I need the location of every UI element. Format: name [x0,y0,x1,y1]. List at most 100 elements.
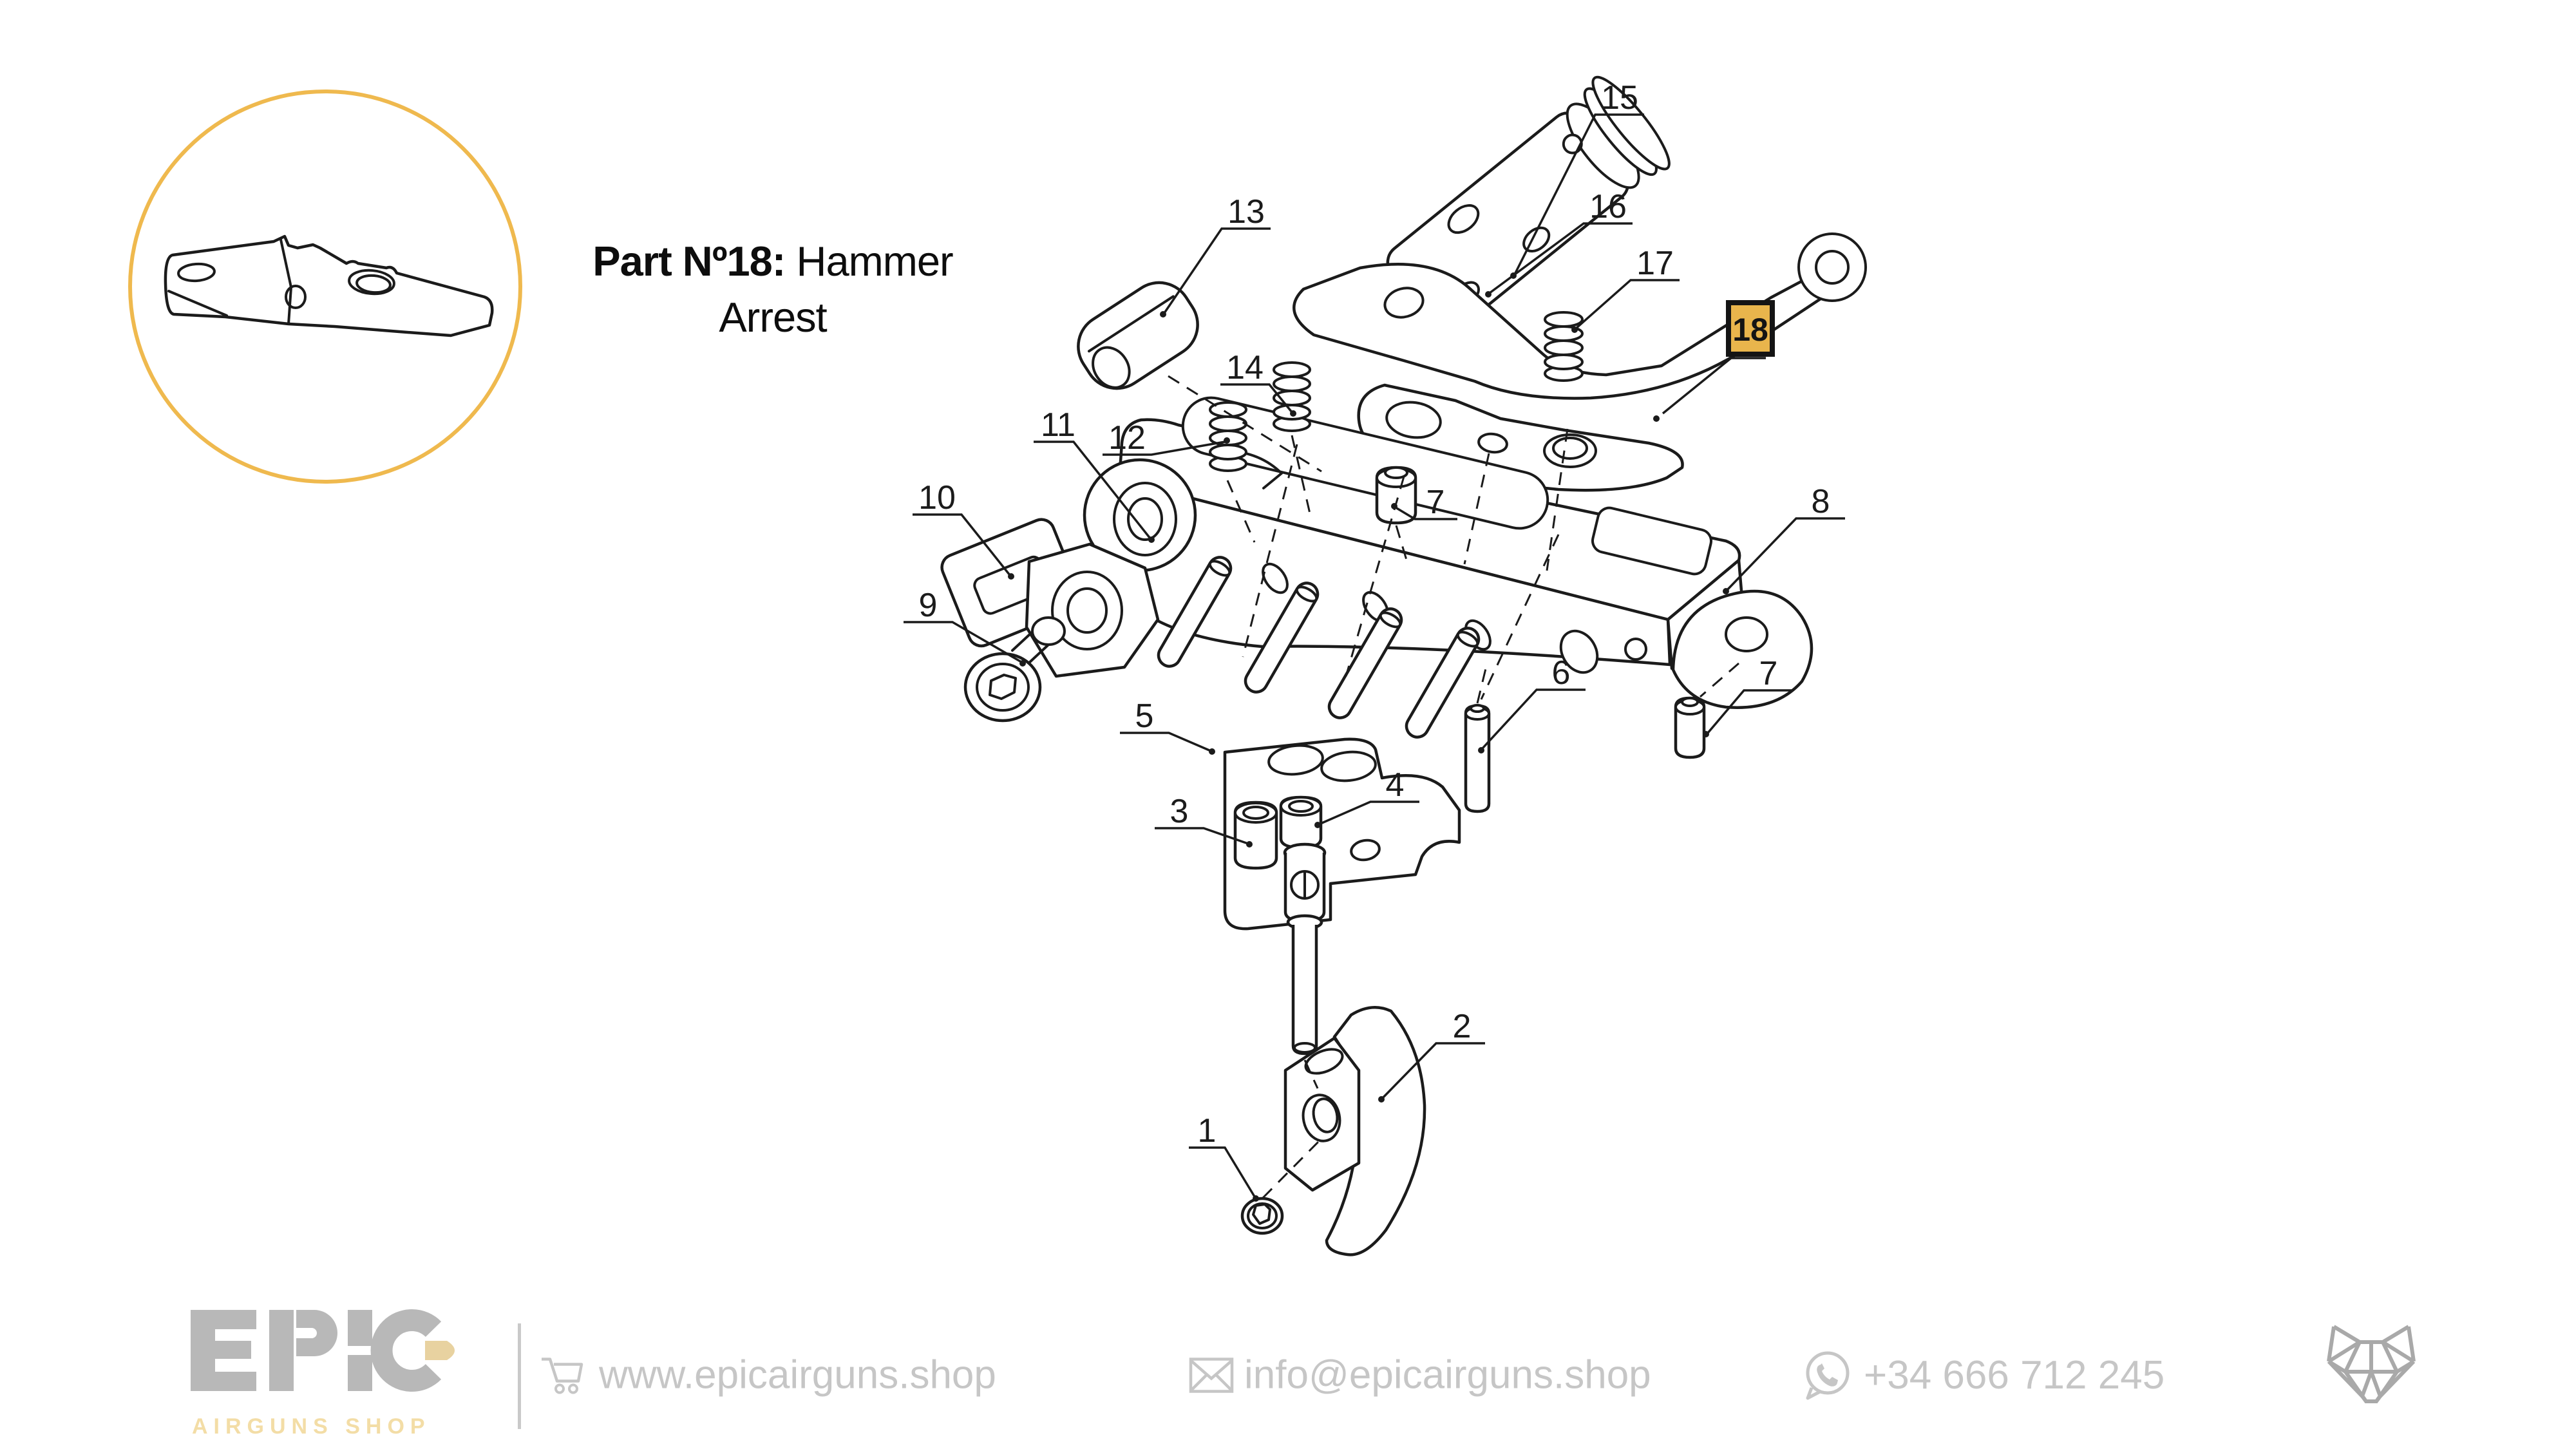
footer-divider [518,1323,521,1429]
footer-graphics: AIRGUNS SHOP [191,1309,2416,1439]
leader-line-12 [1103,440,1226,456]
leader-dot-6 [1478,747,1484,753]
part-4-bushing [1279,795,1323,849]
hammer-arrest-detail-drawing [164,234,494,337]
part-label-4: 4 [1386,766,1405,804]
leader-dot-3 [1246,841,1253,848]
part-label-9: 9 [919,587,938,624]
detail-inset [128,90,522,484]
part-17-spring [1544,311,1584,382]
phone-text: +34 666 712 245 [1864,1352,2165,1397]
footer-email[interactable]: info@epicairguns.shop [1189,1352,1651,1398]
leader-line-9 [904,621,1022,663]
part-name-text: Hammer [796,238,954,285]
leader-dot-17 [1571,327,1578,333]
leader-dot-1 [1253,1195,1259,1202]
footer-website[interactable]: www.epicairguns.shop [540,1352,996,1398]
part-label-7: 7 [1426,484,1445,521]
part-label-6: 6 [1552,654,1571,692]
leader-line-6 [1481,688,1586,750]
frame-pin-4 [1405,627,1481,739]
leader-dot-13 [1160,311,1166,317]
highlighted-part-badge [1726,300,1775,357]
email-text: info@epicairguns.shop [1244,1352,1651,1397]
leader-dot-14 [1290,410,1296,417]
leader-dot-7 [1703,731,1709,737]
leader-dot-10 [1008,573,1014,580]
leader-dot-12 [1224,437,1230,444]
part-label-14: 14 [1226,349,1264,386]
leader-dot-5 [1209,748,1215,755]
alignment-dashes [1168,375,1739,1199]
wolf-logo-icon [2327,1325,2416,1403]
part-number-text: Part Nº18: [592,238,786,285]
part-2-trigger [1283,1006,1426,1256]
leader-dot-9 [1019,660,1026,667]
leader-line-1 [1189,1146,1256,1197]
leader-line-3 [1155,827,1249,845]
leader-line-5 [1120,732,1211,752]
leader-line-4 [1318,800,1419,826]
highlighted-part-number: 18 [1732,312,1768,348]
leader-line-2 [1378,1042,1485,1103]
leader-dot-8 [1723,588,1729,594]
leader-line-10 [913,513,1011,576]
leader-line-7 [1707,689,1793,734]
leader-line-7 [1395,506,1457,520]
part-13-block [1077,281,1199,390]
part-label-16: 16 [1589,188,1627,225]
cart-icon [542,1357,583,1394]
website-text: www.epicairguns.shop [599,1352,996,1397]
part-9-screw [963,616,1066,723]
leader-line-11 [1034,440,1151,540]
leader-dot-18 [1653,415,1660,422]
frame-pin-1 [1157,556,1233,668]
part-16-sear [1293,232,1867,400]
letter-E [191,1310,256,1391]
leader-dot-11 [1148,536,1155,543]
inset-gold-circle [128,90,522,484]
leader-line-15 [1513,113,1644,275]
part-7-pin-upper [1375,466,1417,525]
part-label-5: 5 [1135,697,1154,735]
leader-line-13 [1163,227,1271,314]
footer-phone[interactable]: +34 666 712 245 [1802,1349,2164,1401]
frame-pin-2 [1244,582,1320,694]
letter-I-top [348,1310,372,1346]
leader-dot-7 [1391,503,1397,509]
trigger-stem [1283,842,1327,1056]
part-label-3: 3 [1170,793,1189,830]
leader-line-17 [1575,279,1680,330]
part-1-screw [1240,1197,1284,1235]
envelope-icon [1189,1357,1234,1393]
part-label-11: 11 [1041,406,1075,444]
part-label-12: 12 [1108,419,1146,457]
part-label-10: 10 [918,479,956,516]
part-7-pin-lower [1674,696,1706,759]
leader-line-16 [1488,222,1633,294]
part-label-17: 17 [1636,245,1674,282]
part-12-spring [1209,401,1247,472]
part-label-1: 1 [1198,1112,1217,1150]
leader-dot-2 [1378,1096,1385,1103]
whatsapp-icon [1806,1351,1850,1400]
epic-wordmark [191,1309,455,1392]
logo-tagline: AIRGUNS SHOP [192,1414,431,1439]
leader-line-8 [1726,517,1845,591]
part-name-line2: Arrest [719,294,827,341]
part-10-safety [940,518,1160,678]
letter-P-bowl [296,1310,337,1356]
part-label-15: 15 [1601,79,1638,117]
leader-dot-4 [1314,822,1321,828]
part-label-2: 2 [1453,1008,1472,1045]
leader-line-14 [1220,383,1293,413]
part-title: Part Nº18: Hammer Arrest [567,233,979,345]
letter-P-stem [269,1310,294,1391]
part-label-7: 7 [1759,655,1778,692]
part-18-hammer-arrest [1357,383,1684,492]
frame-pin-3 [1327,607,1403,719]
letter-I-bottom [348,1355,372,1391]
